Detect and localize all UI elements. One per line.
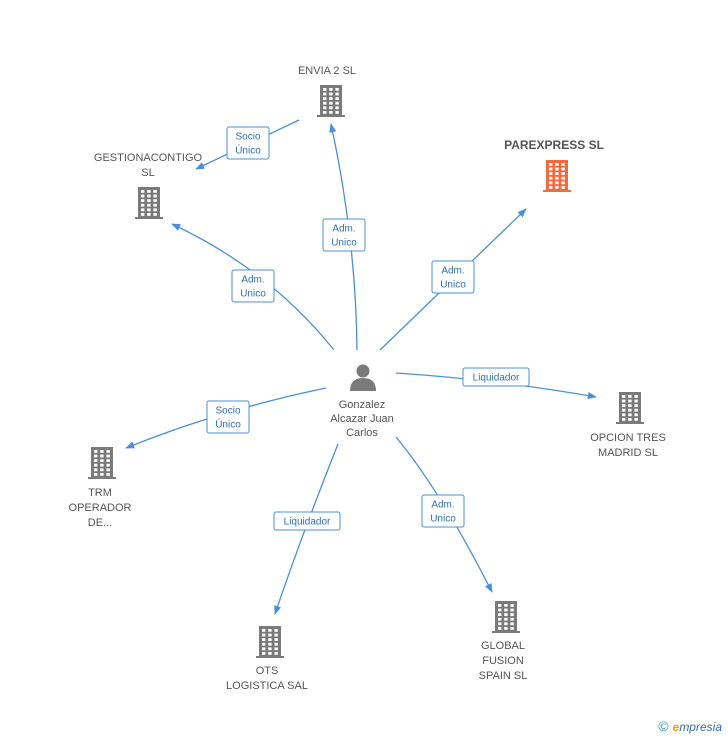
- edge-label-text: Liquidador: [284, 517, 331, 528]
- node-label: OPERADOR: [69, 502, 132, 514]
- edge-label-text: Adm.: [441, 266, 464, 277]
- node-label: Gonzalez: [339, 399, 385, 411]
- edge-label-center-global: Adm. Unico: [421, 494, 465, 528]
- edge-label-box: [431, 260, 475, 294]
- node-label: Carlos: [346, 427, 378, 439]
- node-label: MADRID SL: [598, 447, 658, 459]
- node-label: SL: [141, 167, 154, 179]
- brand-logo-e: e: [672, 720, 680, 734]
- node-envia[interactable]: ENVIA 2 SL: [298, 65, 356, 117]
- node-parexpress[interactable]: PAREXPRESS SL: [504, 138, 604, 192]
- edge-label-text: Adm.: [332, 224, 355, 235]
- edge-label-center-envia: Adm. Unico: [322, 218, 366, 252]
- copyright-symbol: ©: [658, 718, 669, 734]
- edge-center-ots: [274, 443, 339, 615]
- edge-label-box: [206, 400, 250, 434]
- edge-label-box: [226, 126, 270, 160]
- node-trm[interactable]: TRM OPERADOR DE...: [69, 447, 132, 529]
- node-label: OPCION TRES: [590, 432, 666, 444]
- node-label: TRM: [88, 487, 112, 499]
- edge-label-box: [421, 494, 465, 528]
- person-icon: [350, 364, 376, 391]
- building-icon: [616, 392, 644, 424]
- building-icon: [135, 187, 163, 219]
- edge-label-center-ots: Liquidador: [273, 511, 341, 531]
- edge-label-text: Adm.: [241, 275, 264, 286]
- node-gestiona[interactable]: GESTIONACONTIGO SL: [94, 152, 203, 219]
- edge-label-center-opcion: Liquidador: [462, 367, 530, 387]
- building-icon: [256, 626, 284, 658]
- edge-label-center-parexpress: Adm. Unico: [431, 260, 475, 294]
- building-icon: [317, 85, 345, 117]
- building-icon: [492, 601, 520, 633]
- node-opcion[interactable]: OPCION TRES MADRID SL: [590, 392, 666, 459]
- edge-label-text: Único: [235, 144, 261, 157]
- building-icon: [88, 447, 116, 479]
- node-label: OTS: [256, 665, 279, 677]
- footer-brand: ©empresia: [658, 718, 722, 734]
- edge-label-box: [273, 511, 341, 531]
- node-label: LOGISTICA SAL: [226, 680, 308, 692]
- edge-label-text: Único: [215, 418, 241, 431]
- edge-label-box: [231, 269, 275, 303]
- edge-label-text: Liquidador: [473, 373, 520, 384]
- edge-label-text: Unico: [440, 280, 466, 291]
- edge-label-text: Socio: [235, 132, 260, 143]
- edge-label-center-gestiona: Adm. Unico: [231, 269, 275, 303]
- edge-label-text: Unico: [430, 514, 456, 525]
- node-ots[interactable]: OTS LOGISTICA SAL: [226, 626, 308, 692]
- edge-label-text: Unico: [240, 289, 266, 300]
- edge-label-text: Adm.: [431, 500, 454, 511]
- node-global[interactable]: GLOBAL FUSION SPAIN SL: [479, 601, 528, 682]
- edge-label-box: [462, 367, 530, 387]
- node-label: PAREXPRESS SL: [504, 138, 604, 152]
- edge-label-text: Socio: [215, 406, 240, 417]
- brand-logo-text: mpresia: [679, 720, 722, 734]
- node-label: SPAIN SL: [479, 670, 528, 682]
- edge-label-box: [322, 218, 366, 252]
- edge-label-text: Unico: [331, 238, 357, 249]
- node-label: FUSION: [482, 655, 524, 667]
- node-label: GESTIONACONTIGO: [94, 152, 203, 164]
- node-label: Alcazar Juan: [330, 413, 394, 425]
- node-label: GLOBAL: [481, 640, 525, 652]
- building-icon: [543, 160, 571, 192]
- node-label: ENVIA 2 SL: [298, 65, 356, 77]
- node-label: DE...: [88, 517, 112, 529]
